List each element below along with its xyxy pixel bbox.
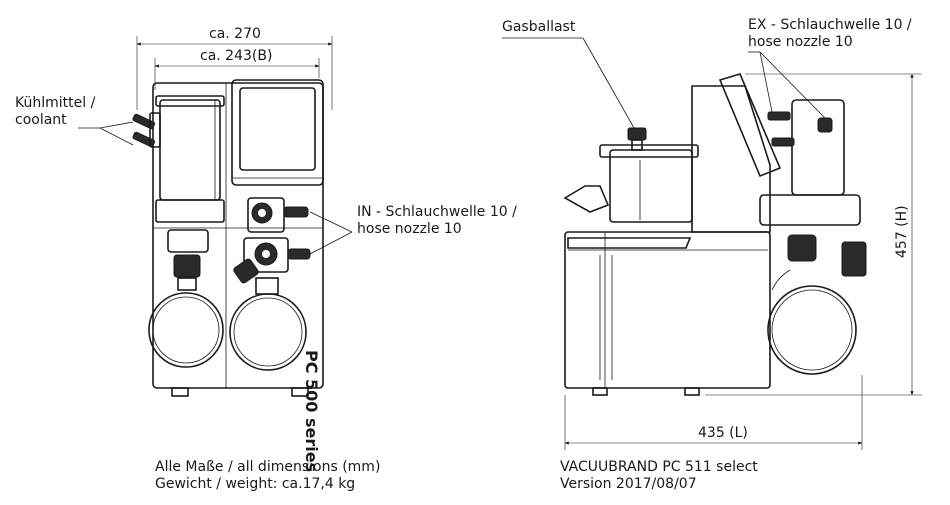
- coolant-callout: Kühlmittel / coolant: [15, 95, 134, 146]
- height-label: 457 (H): [894, 205, 910, 258]
- dimension-length: 435 (L): [564, 375, 863, 450]
- gasballast-valve: [627, 127, 647, 151]
- left-separator-flask: [148, 229, 224, 368]
- dimension-overall-width: ca. 270: [136, 26, 333, 110]
- condenser-assembly: [759, 99, 861, 226]
- exhaust-label-line2: hose nozzle 10: [748, 34, 853, 50]
- dimensions-note: Alle Maße / all dimensions (mm): [155, 459, 380, 475]
- coolant-fitting: [132, 112, 161, 148]
- footer-notes: Alle Maße / all dimensions (mm) Gewicht …: [155, 459, 758, 492]
- dimension-height: 457 (H): [705, 73, 922, 396]
- exhaust-label-line1: EX - Schlauchwelle 10 /: [748, 17, 912, 33]
- coolant-label-line1: Kühlmittel /: [15, 95, 96, 111]
- version-note: Version 2017/08/07: [560, 476, 697, 492]
- right-separator-flask: [229, 277, 307, 371]
- weight-note: Gewicht / weight: ca.17,4 kg: [155, 476, 355, 492]
- front-view: ca. 270 ca. 243(B): [15, 26, 517, 472]
- pump-side-housing: [563, 73, 867, 396]
- inlet-label-line2: hose nozzle 10: [357, 221, 462, 237]
- exhaust-callout: EX - Schlauchwelle 10 / hose nozzle 10: [748, 17, 912, 119]
- side-separator-flask: [767, 234, 867, 375]
- dimension-body-width: ca. 243(B): [154, 48, 320, 90]
- body-width-label: ca. 243(B): [200, 48, 272, 64]
- pump-front-housing: PC 500 series: [132, 79, 324, 472]
- gasballast-label: Gasballast: [502, 19, 576, 35]
- gasballast-callout: Gasballast: [502, 19, 635, 129]
- overall-width-label: ca. 270: [209, 26, 261, 42]
- inlet-valve-block: [233, 197, 311, 284]
- model-name: VACUUBRAND PC 511 select: [560, 459, 758, 475]
- coolant-label-line2: coolant: [15, 112, 67, 128]
- inlet-label-line1: IN - Schlauchwelle 10 /: [357, 204, 517, 220]
- pc500-series-label: PC 500 series: [302, 350, 321, 472]
- inlet-callout: IN - Schlauchwelle 10 / hose nozzle 10: [309, 204, 517, 255]
- length-label: 435 (L): [698, 425, 748, 441]
- side-view: 435 (L) 457 (H) Gasballast EX - Schlauch…: [502, 17, 922, 450]
